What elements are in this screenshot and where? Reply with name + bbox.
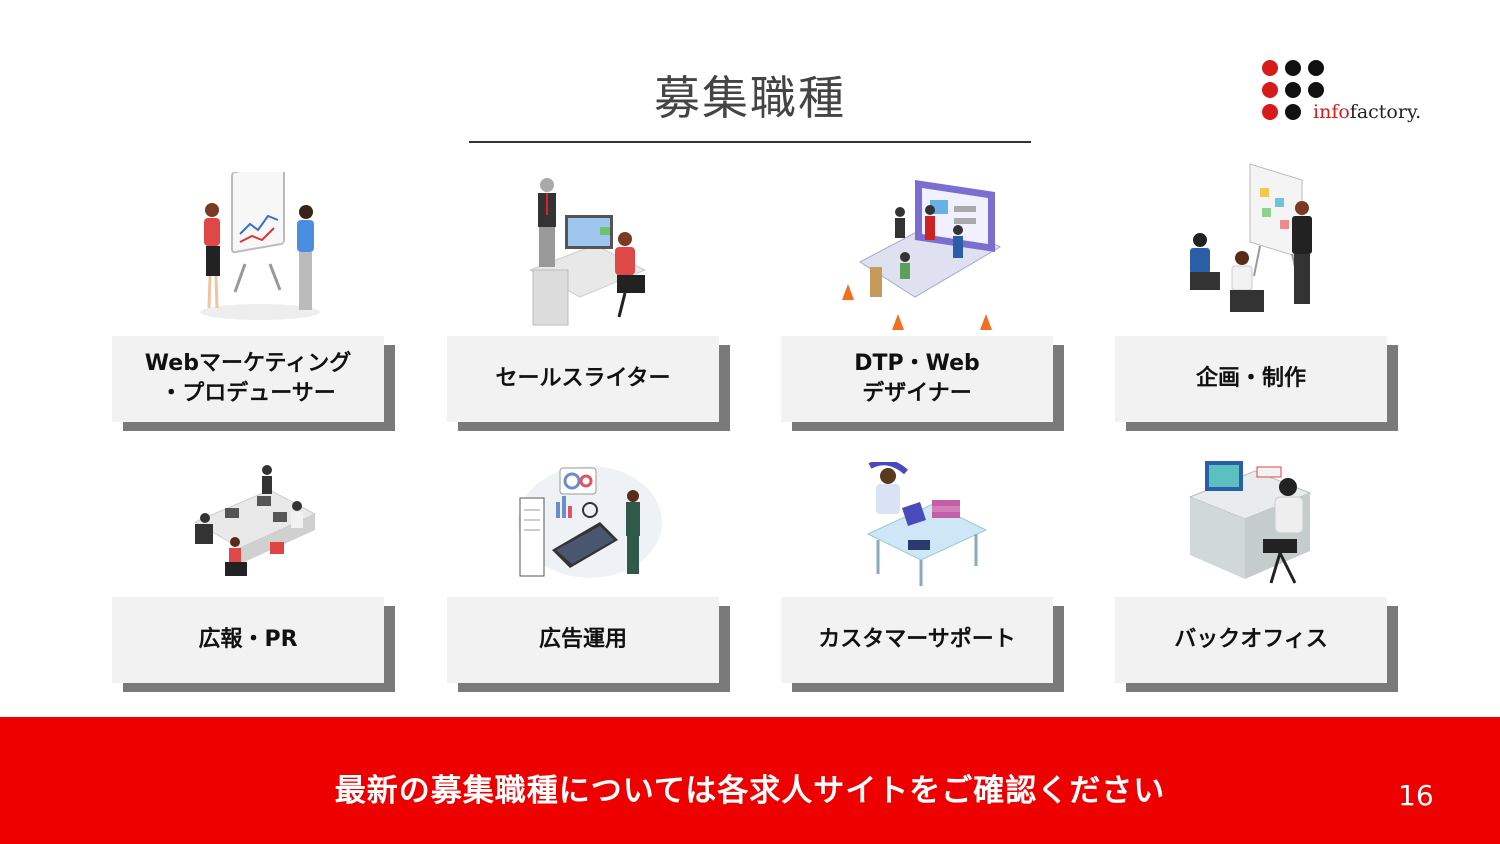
- job-card-dtp-web-designer: DTP・Web デザイナー: [781, 336, 1064, 431]
- analytics-dashboard-illustration: [518, 466, 662, 578]
- footer-banner: 最新の募集職種については各求人サイトをご確認ください 16: [0, 717, 1500, 844]
- job-label: Webマーケティング ・プロデューサー: [112, 336, 384, 422]
- job-label: バックオフィス: [1115, 597, 1387, 683]
- desktop-worker-illustration: [1188, 461, 1312, 584]
- job-label: 広報・PR: [112, 597, 384, 683]
- laptop-design-team-illustration: [842, 180, 1002, 330]
- job-card-customer-support: カスタマーサポート: [781, 597, 1064, 692]
- job-card-ad-operation: 広告運用: [447, 597, 730, 692]
- job-label: 広告運用: [447, 597, 719, 683]
- page-title: 募集職種: [654, 71, 846, 125]
- job-card-back-office: バックオフィス: [1115, 597, 1398, 692]
- open-office-illustration: [193, 465, 317, 576]
- job-card-pr: 広報・PR: [112, 597, 395, 692]
- job-card-planning: 企画・制作: [1115, 336, 1398, 431]
- phone-support-illustration: [866, 462, 988, 586]
- footer-message: 最新の募集職種については各求人サイトをご確認ください: [334, 773, 1166, 809]
- job-label: カスタマーサポート: [781, 597, 1053, 683]
- logo-wordmark: infofactory.: [1313, 101, 1422, 123]
- job-label: DTP・Web デザイナー: [781, 336, 1053, 422]
- job-card-sales-writer: セールスライター: [447, 336, 730, 431]
- title-underline: [469, 141, 1031, 143]
- logo-dots-icon: [1262, 60, 1324, 120]
- presentation-whiteboard-illustration: [200, 172, 320, 320]
- job-label: セールスライター: [447, 336, 719, 422]
- office-desk-illustration: [528, 178, 647, 326]
- job-card-web-marketing: Webマーケティング ・プロデューサー: [112, 336, 395, 431]
- meeting-board-illustration: [1190, 163, 1312, 312]
- company-logo: infofactory.: [1260, 58, 1440, 128]
- page-number: 16: [1398, 779, 1434, 812]
- job-label: 企画・制作: [1115, 336, 1387, 422]
